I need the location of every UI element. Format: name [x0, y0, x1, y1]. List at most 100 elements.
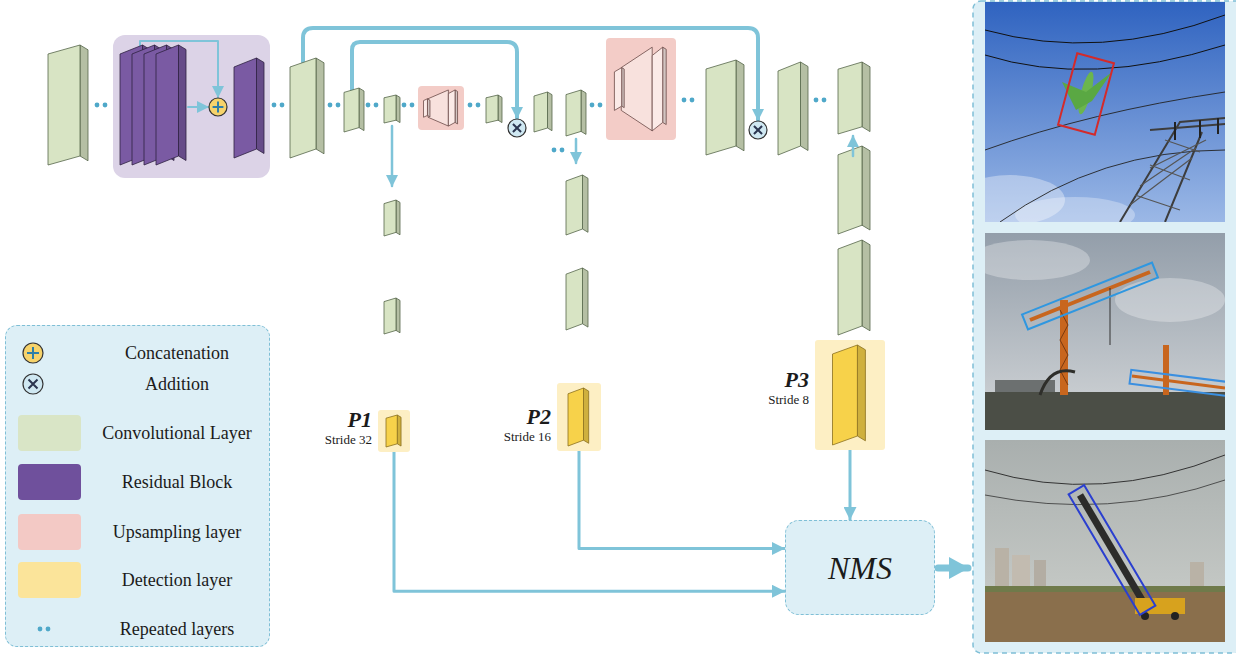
conv-layer [384, 95, 400, 123]
dot [814, 98, 819, 103]
repeat-dots [402, 103, 415, 108]
excavator-arm [1040, 371, 1075, 395]
level-caption: P2Stride 16 [504, 405, 551, 445]
residual-layer-face [156, 45, 179, 165]
skip-connection [303, 28, 758, 120]
conv-layer-face [290, 58, 316, 158]
conv-layer-face [566, 268, 583, 330]
dot [590, 103, 595, 108]
conv-layer-side [80, 45, 88, 161]
conv-layer-face [778, 62, 801, 155]
symbol-ring [749, 121, 767, 139]
dot [272, 103, 277, 108]
conv-layer [838, 146, 870, 234]
detection-box [1022, 263, 1158, 330]
upsampling-ground [606, 38, 676, 140]
branch-arrow [391, 126, 394, 186]
crane-boom [1080, 495, 1145, 605]
conv-layer-face [838, 146, 862, 234]
repeat-dots [95, 103, 108, 108]
concat-symbol [209, 98, 227, 116]
legend-label: Upsampling layer [88, 521, 266, 543]
dot [336, 103, 341, 108]
pylon-lattice [1130, 140, 1206, 210]
dot [690, 98, 695, 103]
power-line [985, 45, 1225, 69]
dot [103, 103, 108, 108]
conv-layer-face [534, 92, 548, 132]
dot [560, 148, 565, 153]
branch-arrow [852, 136, 855, 156]
add-symbol [508, 119, 526, 137]
legend-label: Residual Block [88, 471, 266, 493]
legend-symbol [6, 333, 86, 373]
insulator [1175, 118, 1218, 140]
upsampling-frustum [428, 90, 448, 126]
detection-slab-side [397, 415, 401, 446]
conv-layer-face [706, 60, 736, 155]
conv-layer-side [862, 62, 870, 132]
crane-truck [1135, 598, 1185, 614]
nms-box: NMS [785, 520, 935, 615]
conv-layer [566, 268, 588, 330]
conv-layer-side [548, 92, 553, 131]
conv-layer [384, 298, 400, 334]
detection-layer: P1Stride 32 [378, 410, 410, 452]
conv-layer-side [396, 95, 400, 123]
upsampling-ground [418, 86, 464, 130]
upsampling-small-face-face [614, 68, 621, 111]
upsampling-small-face-face [424, 99, 428, 117]
level-caption: P3Stride 8 [768, 368, 809, 408]
photo-boom [985, 440, 1225, 642]
upsampling-frustum [621, 47, 652, 131]
pylon [1120, 118, 1225, 222]
power-line [985, 455, 1225, 484]
conv-layer-side [498, 95, 502, 123]
conv-layer-face [566, 175, 583, 235]
symbol-ring [209, 98, 227, 116]
detection-slab [386, 415, 401, 447]
conv-layer-face [384, 298, 396, 334]
conv-layer-side [736, 60, 744, 151]
dot [38, 627, 43, 632]
crane-jib [1030, 272, 1150, 320]
concat-symbol [23, 343, 43, 363]
dot [682, 98, 687, 103]
connector-arrow [579, 451, 785, 549]
conv-layer-side [862, 146, 870, 230]
connector-arrow [849, 450, 852, 520]
residual-layer [156, 45, 186, 165]
upsampling-big-face-side [663, 47, 667, 124]
level-caption: P1Stride 32 [325, 408, 372, 448]
legend-label: Repeated layers [88, 618, 266, 640]
conv-layer-side [359, 88, 364, 131]
conv-layer-face [486, 95, 498, 123]
upsampling-small-face [424, 99, 430, 117]
legend-swatch [18, 415, 81, 451]
detection-slab [568, 388, 589, 446]
connector-arrow [394, 452, 785, 591]
detection-slab [833, 345, 866, 445]
legend-panel: ConcatenationAdditionConvolutional Layer… [5, 325, 270, 647]
photo-cranes [985, 233, 1225, 430]
dot [822, 98, 827, 103]
conv-layer [384, 200, 400, 236]
conv-layer-side [396, 200, 400, 235]
stride-label: Stride 32 [325, 432, 372, 448]
residual-arrow [188, 106, 208, 108]
conv-layer-face [48, 45, 80, 165]
ground [985, 392, 1225, 430]
repeat-dots [590, 103, 603, 108]
conv-layer-side [801, 62, 809, 151]
symbol-mark [27, 347, 39, 359]
conv-layer-side [583, 268, 589, 327]
power-line [985, 15, 1225, 43]
crane-lattice [1060, 310, 1068, 385]
dot [328, 103, 333, 108]
detection-layer: P2Stride 16 [557, 383, 601, 451]
conv-layer [344, 88, 364, 132]
conv-layer [778, 62, 808, 155]
symbol-mark [754, 126, 762, 134]
dot [374, 103, 379, 108]
